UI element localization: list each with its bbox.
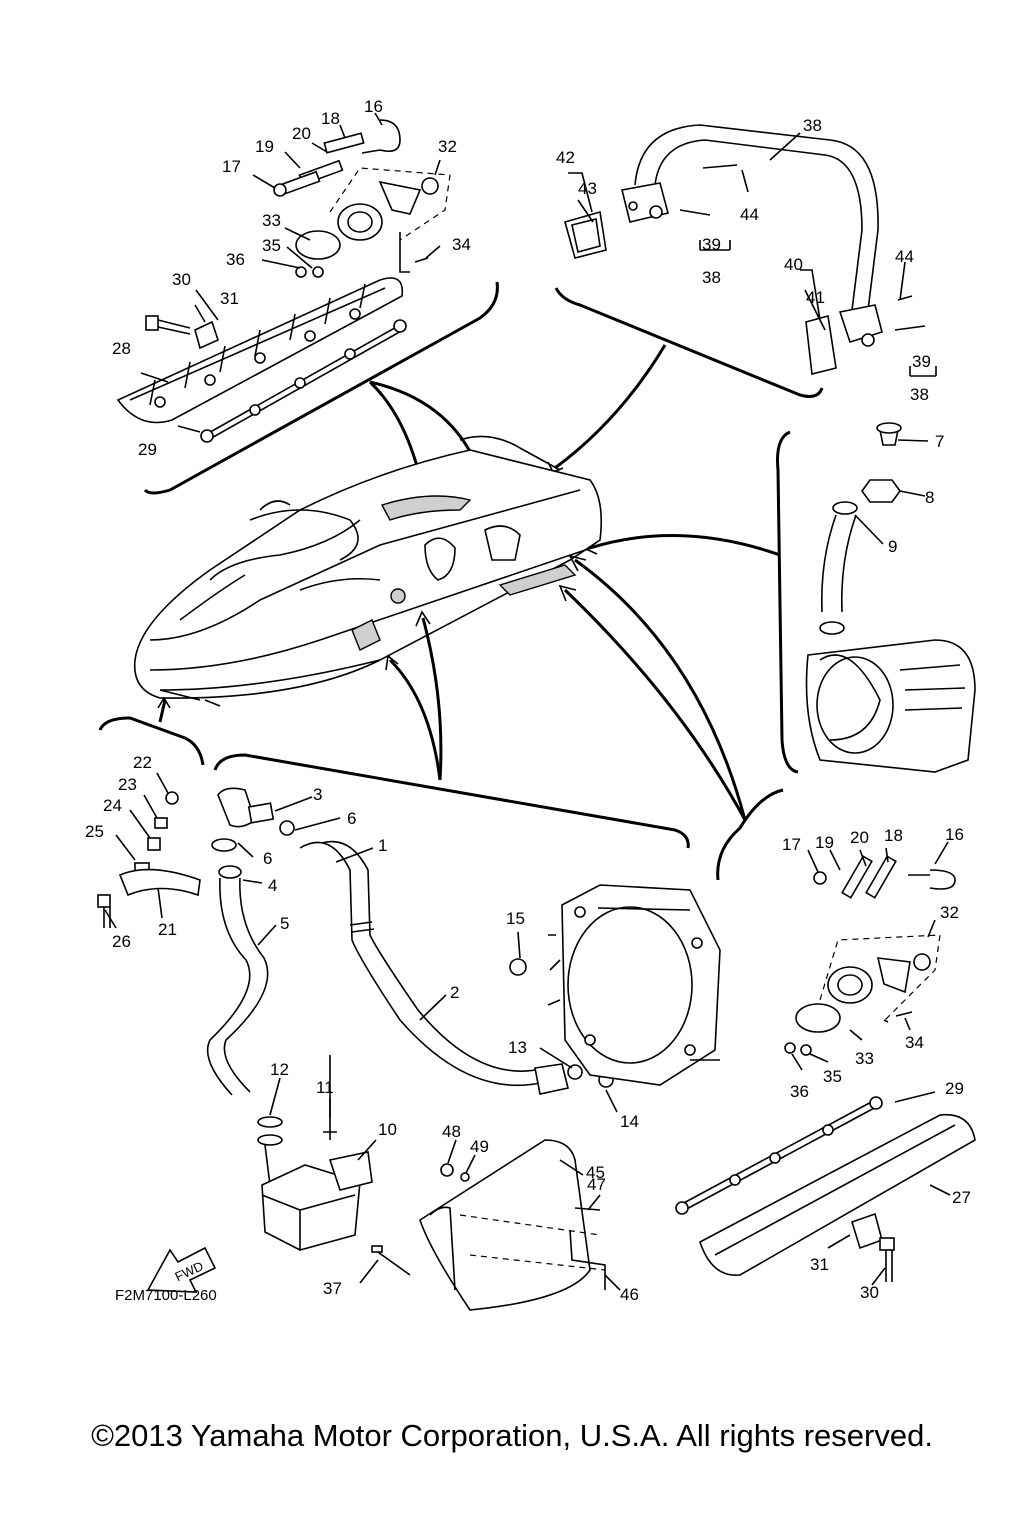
callout-29: 29: [138, 440, 157, 459]
bracket-21-group: [97, 716, 205, 929]
filter-group: FWD: [146, 1055, 411, 1293]
callout-44: 44: [740, 205, 759, 224]
callout-20: 20: [292, 124, 311, 143]
callout-22: 22: [133, 753, 152, 772]
callout-35: 35: [262, 236, 281, 255]
callout-5: 5: [280, 914, 289, 933]
callout-3: 3: [313, 785, 322, 804]
callout-25: 25: [85, 822, 104, 841]
callout-48: 48: [442, 1122, 461, 1141]
diagram-code: F2M7100-L260: [115, 1287, 217, 1304]
callout-36: 36: [226, 250, 245, 269]
cover-group: [359, 1139, 621, 1311]
callout-38: 38: [910, 385, 929, 404]
callout-1: 1: [378, 836, 387, 855]
callout-38: 38: [803, 116, 822, 135]
callout-23: 23: [118, 775, 137, 794]
callout-9: 9: [888, 537, 897, 556]
callout-10: 10: [378, 1120, 397, 1139]
callout-38: 38: [702, 268, 721, 287]
callout-16: 16: [945, 825, 964, 844]
callout-6: 6: [347, 809, 356, 828]
callout-26: 26: [112, 932, 131, 951]
callout-37: 37: [323, 1279, 342, 1298]
copyright-notice: ©2013 Yamaha Motor Corporation, U.S.A. A…: [91, 1418, 933, 1453]
callout-42: 42: [556, 148, 575, 167]
callout-17: 17: [782, 835, 801, 854]
callout-2: 2: [450, 983, 459, 1002]
callout-18: 18: [884, 826, 903, 845]
callout-8: 8: [925, 488, 934, 507]
callout-11: 11: [316, 1078, 334, 1097]
callout-7: 7: [935, 432, 944, 451]
callout-17: 17: [222, 157, 241, 176]
callout-29: 29: [945, 1079, 964, 1098]
callout-36: 36: [790, 1082, 809, 1101]
callout-21: 21: [158, 920, 177, 939]
callout-14: 14: [620, 1112, 639, 1131]
callout-40: 40: [784, 255, 803, 274]
callout-39: 39: [702, 235, 721, 254]
callout-33: 33: [262, 211, 281, 230]
callout-28: 28: [112, 339, 131, 358]
callout-13: 13: [508, 1038, 527, 1057]
lower-right-group: [675, 788, 976, 1286]
callout-31: 31: [810, 1255, 829, 1274]
callout-45: 45: [586, 1163, 605, 1182]
callout-44: 44: [895, 247, 914, 266]
callout-12: 12: [270, 1060, 289, 1079]
callouts: 16 18 20 19 17 32 33 35 36 34 30 31 28 2…: [85, 97, 971, 1304]
callout-24: 24: [103, 796, 122, 815]
callout-46: 46: [620, 1285, 639, 1304]
callout-15: 15: [506, 909, 525, 928]
callout-33: 33: [855, 1049, 874, 1068]
callout-34: 34: [905, 1033, 924, 1052]
top-left-group: [116, 112, 499, 505]
callout-4: 4: [268, 876, 277, 895]
callout-41: 41: [806, 288, 825, 307]
callout-32: 32: [438, 137, 457, 156]
callout-35: 35: [823, 1067, 842, 1086]
jet-ski-hull: [133, 435, 747, 821]
callout-19: 19: [255, 137, 274, 156]
callout-32: 32: [940, 903, 959, 922]
callout-18: 18: [321, 109, 340, 128]
callout-31: 31: [220, 289, 239, 308]
callout-30: 30: [172, 270, 191, 289]
hose-group: [206, 753, 721, 1113]
callout-27: 27: [952, 1188, 971, 1207]
callout-43: 43: [578, 179, 597, 198]
callout-34: 34: [452, 235, 471, 254]
callout-49: 49: [470, 1137, 489, 1156]
callout-6: 6: [263, 849, 272, 868]
callout-19: 19: [815, 833, 834, 852]
callout-20: 20: [850, 828, 869, 847]
callout-39: 39: [912, 352, 931, 371]
callout-47: 47: [587, 1175, 606, 1194]
callout-16: 16: [364, 97, 383, 116]
callout-30: 30: [860, 1283, 879, 1302]
right-group: [584, 422, 976, 774]
top-right-group: [547, 124, 937, 474]
